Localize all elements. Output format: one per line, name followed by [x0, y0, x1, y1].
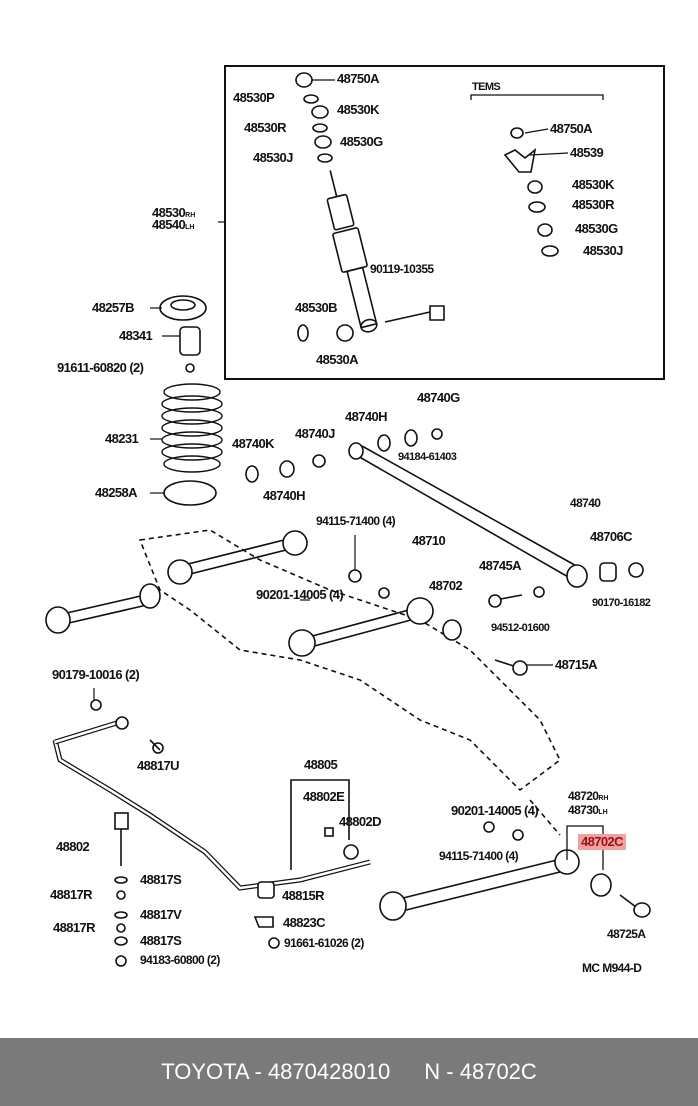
shock-absorber [326, 170, 378, 333]
label-48530J-tems: 48530J [583, 243, 623, 258]
coil-spring-48231 [161, 383, 223, 473]
selected-part-number: N - 48702C [424, 1059, 537, 1084]
label-48817R-lower: 48817R [53, 920, 96, 935]
label-48257B: 48257B [92, 300, 135, 315]
label-94115-71400-lower: 94115-71400 (4) [439, 849, 519, 863]
label-48710: 48710 [412, 533, 446, 548]
label-91661-61026: 91661-61026 (2) [284, 936, 364, 950]
label-48540-lh: 48540LH [152, 218, 195, 235]
label-48530J: 48530J [253, 150, 293, 165]
label-48530K-tems: 48530K [572, 177, 615, 192]
side-lh: LH [598, 809, 608, 816]
label-90119-10355: 90119-10355 [370, 262, 434, 276]
part-number: 48730 [568, 803, 599, 817]
label-48745A: 48745A [479, 558, 522, 573]
side-rh: RH [185, 212, 196, 219]
label-48725A: 48725A [607, 927, 646, 941]
label-48702: 48702 [429, 578, 463, 593]
label-48530R-tems: 48530R [572, 197, 615, 212]
tems-bracket [470, 94, 604, 100]
label-48231: 48231 [105, 431, 139, 446]
label-48530G: 48530G [340, 134, 383, 149]
label-48823C: 48823C [283, 915, 326, 930]
label-91611-60820: 91611-60820 (2) [57, 360, 144, 375]
exploded-parts-drawing [45, 65, 665, 967]
label-48530-rh: 48530RH [152, 206, 195, 223]
upper-control-arm-48710 [304, 606, 423, 649]
label-48530P: 48530P [233, 90, 275, 105]
label-48802E: 48802E [303, 789, 345, 804]
label-48706C: 48706C [590, 529, 633, 544]
label-48817R: 48817R [50, 887, 93, 902]
label-90201-14005-lower: 90201-14005 (4) [451, 803, 539, 818]
label-48815R: 48815R [282, 888, 325, 903]
label-48715A: 48715A [555, 657, 598, 672]
axle-housing [138, 529, 562, 792]
label-48817V: 48817V [140, 907, 182, 922]
label-48802: 48802 [56, 839, 90, 854]
label-90179-10016: 90179-10016 (2) [52, 667, 140, 682]
label-48730-lh: 48730LH [568, 803, 608, 820]
side-rh: RH [598, 795, 609, 802]
label-48802D: 48802D [339, 814, 382, 829]
label-48740J: 48740J [295, 426, 335, 441]
label-48530G-tems: 48530G [575, 221, 618, 236]
label-94115-71400: 94115-71400 (4) [316, 514, 396, 528]
footer-bar: TOYOTA - 4870428010 N - 48702C [0, 1038, 698, 1106]
label-48740H-lower: 48740H [263, 488, 306, 503]
label-90170-16182: 90170-16182 [592, 597, 651, 609]
part-number: 48540 [152, 217, 186, 232]
spring-seat-48258A [163, 480, 217, 506]
label-48805: 48805 [304, 757, 338, 772]
label-94183-60800: 94183-60800 (2) [140, 953, 220, 967]
label-48341: 48341 [119, 328, 153, 343]
bump-stop-48341 [179, 326, 201, 356]
label-48817S: 48817S [140, 872, 182, 887]
lower-control-arm-48720 [394, 857, 569, 913]
side-lh: LH [185, 224, 195, 231]
label-48740: 48740 [570, 496, 601, 510]
label-48740H: 48740H [345, 409, 388, 424]
label-48539: 48539 [570, 145, 604, 160]
label-48740K: 48740K [232, 436, 275, 451]
upper-control-arm [179, 537, 295, 577]
label-48530A: 48530A [316, 352, 359, 367]
group-label-tems: TEMS [472, 81, 501, 93]
lower-control-arm-left [57, 594, 148, 626]
bracket-48805 [290, 779, 350, 870]
label-94184-61403: 94184-61403 [398, 451, 457, 463]
part-number: 48720 [568, 789, 599, 803]
leader-lines [93, 79, 569, 700]
label-48817S-lower: 48817S [140, 933, 182, 948]
upper-bushings [295, 72, 559, 342]
label-48750A-tems: 48750A [550, 121, 593, 136]
label-94512-01600: 94512-01600 [491, 622, 550, 634]
label-48740G: 48740G [417, 390, 460, 405]
label-48817U: 48817U [137, 758, 180, 773]
label-48530B: 48530B [295, 300, 338, 315]
diagram-code: MC M944-D [582, 961, 642, 975]
part-number: 48530 [152, 205, 186, 220]
lateral-rod-48740 [355, 445, 581, 579]
label-48530K: 48530K [337, 102, 380, 117]
label-48702C-highlighted[interactable]: 48702C [578, 834, 626, 850]
label-48530R: 48530R [244, 120, 287, 135]
bolt-90119 [384, 305, 445, 323]
label-48750A: 48750A [337, 71, 380, 86]
label-90201-14005: 90201-14005 (4) [256, 587, 344, 602]
label-48258A: 48258A [95, 485, 138, 500]
label-48720-rh: 48720RH [568, 789, 609, 806]
brand-part-number: TOYOTA - 4870428010 [161, 1059, 391, 1084]
